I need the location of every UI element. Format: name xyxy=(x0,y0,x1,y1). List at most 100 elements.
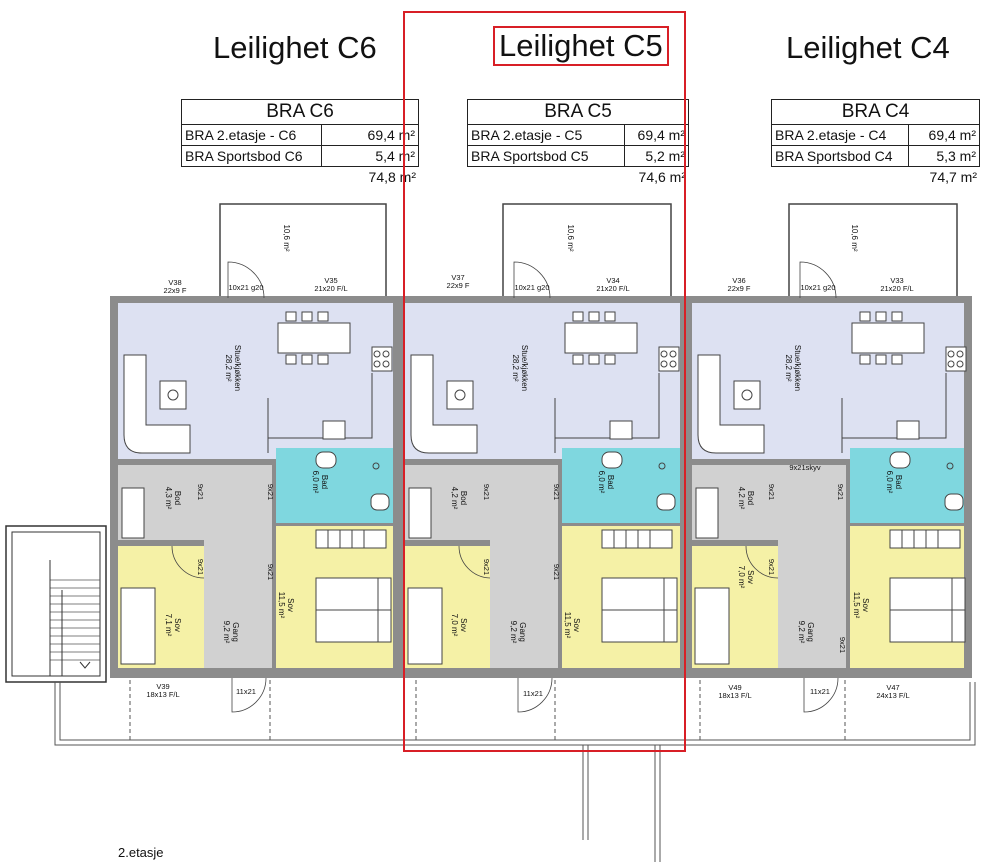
room-name: Sov xyxy=(173,618,182,632)
svg-text:Stue/kjøkken28,2 m²: Stue/kjøkken28,2 m² xyxy=(784,345,802,391)
area-row-label: BRA 2.etasje - C4 xyxy=(771,124,909,146)
room-area: 6,0 m² xyxy=(311,471,320,494)
door-size: 9x21 xyxy=(836,484,845,500)
entry-door-size: 11x21 xyxy=(810,687,830,696)
window-size: 18x13 F/L xyxy=(146,690,179,699)
room-name: Bad xyxy=(320,475,329,489)
area-row-value: 5,4 m² xyxy=(321,145,419,167)
window-size: 21x20 F/L xyxy=(314,284,347,293)
door-top-size: 10x21 g20 xyxy=(228,283,263,292)
entry-door-size: 11x21 xyxy=(523,689,543,698)
svg-text:Gang9,2 m²: Gang9,2 m² xyxy=(509,621,527,644)
area-total: 74,6 m² xyxy=(638,169,686,185)
svg-text:Sov11,5 m²: Sov11,5 m² xyxy=(563,612,581,639)
balconies xyxy=(219,203,958,298)
svg-text:Gang9,2 m²: Gang9,2 m² xyxy=(222,621,240,644)
hallway xyxy=(490,465,558,668)
unit-title-c6: Leilighet C6 xyxy=(213,30,377,65)
access-gallery xyxy=(54,680,976,862)
area-row-value: 5,3 m² xyxy=(908,145,980,167)
room-name: Gang xyxy=(806,622,815,642)
window-size: 22x9 F xyxy=(447,281,470,290)
room-labels: Stue/kjøkken28,2 m² Bod4,3 m² Bad6,0 m² … xyxy=(164,224,903,643)
door-size: 9x21 xyxy=(266,484,275,500)
room-name: Stue/kjøkken xyxy=(233,345,242,391)
room-name: Gang xyxy=(518,622,527,642)
window-size: 18x13 F/L xyxy=(718,691,751,700)
door-size: 9x21 xyxy=(482,559,491,575)
door-size: 9x21 xyxy=(767,484,776,500)
room-area: 11,5 m² xyxy=(852,592,861,619)
svg-text:Sov7,0 m²: Sov7,0 m² xyxy=(450,614,468,637)
svg-text:Sov11,5 m²: Sov11,5 m² xyxy=(277,592,295,619)
door-top-size: 10x21 g20 xyxy=(514,283,549,292)
door-size: 9x21 xyxy=(552,484,561,500)
window-id: V34 xyxy=(606,276,619,285)
balcony-area: 10,6 m² xyxy=(850,224,859,251)
area-total: 74,7 m² xyxy=(929,169,977,185)
svg-text:Gang9,2 m²: Gang9,2 m² xyxy=(797,621,815,644)
unit-title-c4: Leilighet C4 xyxy=(786,30,950,65)
room-name: Bod xyxy=(459,491,468,505)
svg-text:Sov7,1 m²: Sov7,1 m² xyxy=(164,614,182,637)
window-id: V36 xyxy=(732,276,745,285)
svg-text:Bad6,0 m²: Bad6,0 m² xyxy=(885,471,903,494)
room-name: Stue/kjøkken xyxy=(520,345,529,391)
room-area: 6,0 m² xyxy=(597,471,606,494)
room-area: 28,2 m² xyxy=(511,354,520,381)
svg-text:Bod4,2 m²: Bod4,2 m² xyxy=(737,487,755,510)
window-id: V39 xyxy=(156,682,169,691)
room-area: 6,0 m² xyxy=(885,471,894,494)
room-name: Sov xyxy=(746,570,755,584)
window-size: 22x9 F xyxy=(728,284,751,293)
room-name: Gang xyxy=(231,622,240,642)
area-table-heading: BRA C5 xyxy=(467,99,689,125)
balcony-area: 10,6 m² xyxy=(566,224,575,251)
room-area: 4,2 m² xyxy=(737,487,746,510)
room-name: Bod xyxy=(746,491,755,505)
window-id: V49 xyxy=(728,683,741,692)
room-name: Sov xyxy=(459,618,468,632)
hallway xyxy=(778,465,846,668)
stair-block xyxy=(5,525,107,683)
svg-text:Sov7,0 m²: Sov7,0 m² xyxy=(737,566,755,589)
unit-title-c5-selected[interactable]: Leilighet C5 xyxy=(493,26,669,66)
door-size: 9x21 xyxy=(552,564,561,580)
svg-text:Bod4,3 m²: Bod4,3 m² xyxy=(164,487,182,510)
room-area: 28,2 m² xyxy=(784,354,793,381)
room-name: Bod xyxy=(173,491,182,505)
room-area: 4,2 m² xyxy=(450,487,459,510)
window-size: 22x9 F xyxy=(164,286,187,295)
area-row-value: 5,2 m² xyxy=(624,145,689,167)
svg-text:Bad6,0 m²: Bad6,0 m² xyxy=(597,471,615,494)
room-area: 9,2 m² xyxy=(222,621,231,644)
room-name: Bad xyxy=(894,475,903,489)
door-size: 9x21 xyxy=(767,559,776,575)
room-area: 11,5 m² xyxy=(563,612,572,639)
room-name: Sov xyxy=(286,598,295,612)
entry-door-size: 11x21 xyxy=(236,687,256,696)
window-labels: V38 22x9 F 10x21 g20 V35 21x20 F/L V39 1… xyxy=(146,273,913,700)
hallway xyxy=(204,465,272,668)
area-row-label: BRA 2.etasje - C6 xyxy=(181,124,322,146)
door-labels: 9x21 9x21 9x21 9x21 9x21 9x21 9x21 9x21 … xyxy=(196,463,847,653)
window-id: V38 xyxy=(168,278,181,287)
window-id: V35 xyxy=(324,276,337,285)
room-area: 4,3 m² xyxy=(164,487,173,510)
area-row-label: BRA Sportsbod C6 xyxy=(181,145,322,167)
window-id: V37 xyxy=(451,273,464,282)
door-size: 9x21 xyxy=(266,564,275,580)
room-area: 7,0 m² xyxy=(737,566,746,589)
room-name: Sov xyxy=(572,618,581,632)
sliding-door-size: 9x21skyv xyxy=(789,463,821,472)
svg-text:Bad6,0 m²: Bad6,0 m² xyxy=(311,471,329,494)
room-area: 9,2 m² xyxy=(797,621,806,644)
room-name: Sov xyxy=(861,598,870,612)
room-area: 11,5 m² xyxy=(277,592,286,619)
area-table-heading: BRA C4 xyxy=(771,99,980,125)
svg-text:Bod4,2 m²: Bod4,2 m² xyxy=(450,487,468,510)
room-area: 28,2 m² xyxy=(224,354,233,381)
